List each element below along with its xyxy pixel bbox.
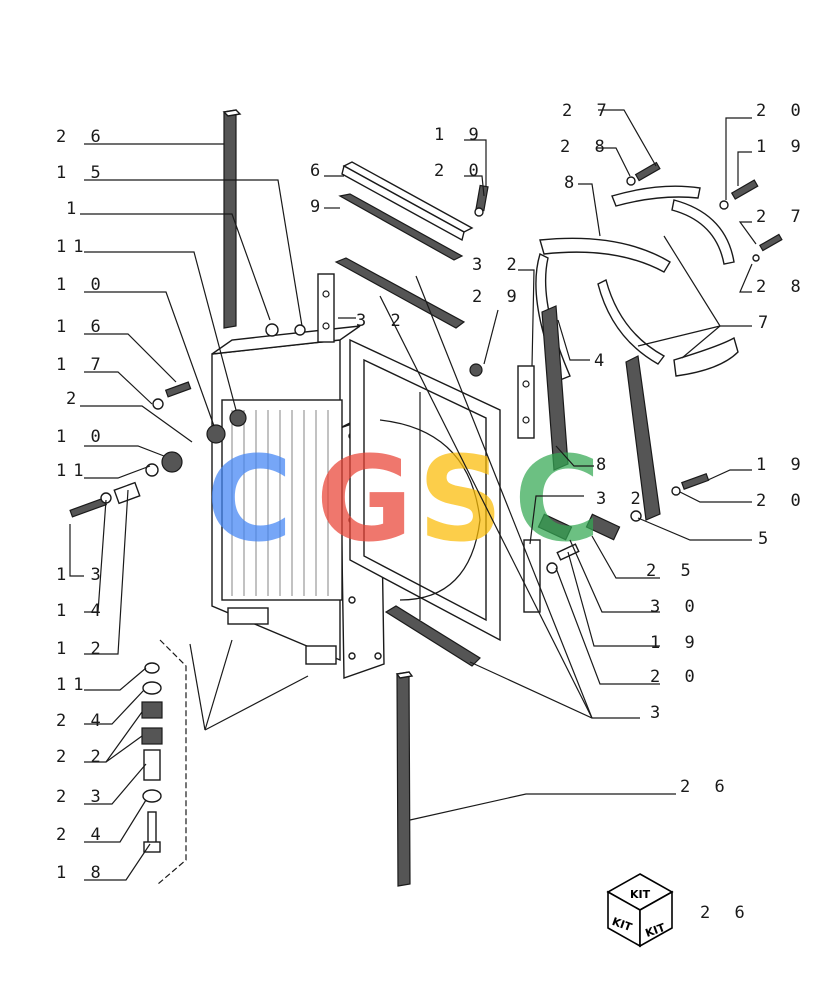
callout-27-a: 2 7 [562,101,614,121]
callout-22: 2 2 [56,747,108,767]
parts-illustration [69,109,783,887]
shroud-ring-8 [535,185,701,381]
callout-25: 2 5 [646,561,698,581]
side-bar-3 [334,257,481,667]
callout-8-a: 8 [564,173,581,193]
callout-4: 4 [594,351,611,371]
callout-labels: 2 6 1 5 1 11 1 0 1 6 1 7 2 1 0 11 1 3 1 … [56,101,808,883]
callout-24-b: 2 4 [56,825,108,845]
callout-7: 7 [758,313,775,333]
top-bar-6 [341,161,474,242]
seal-strip-26-top [222,109,242,329]
assembly-guide-lines [157,639,309,885]
callout-32-a: 3 2 [472,255,524,275]
cgsc-watermark: C G S C [206,430,601,568]
callout-20-b: 2 0 [756,101,808,121]
watermark-letter-2: G [316,430,413,568]
top-bar-9 [338,193,464,261]
callout-2: 2 [66,389,83,409]
kit-reference-number: 2 6 [700,903,752,923]
callout-8-b: 8 [596,455,613,475]
callout-10-b: 1 0 [56,427,108,447]
callout-16: 1 6 [56,317,108,337]
leader-lines [69,109,757,881]
callout-28-b: 2 8 [756,277,808,297]
watermark-letter-3: S [418,430,503,568]
callout-30: 3 0 [650,597,702,617]
bracket-5 [625,355,661,521]
callout-24-a: 2 4 [56,711,108,731]
callout-11-c: 11 [56,675,90,695]
fan-shroud [349,338,501,642]
callout-15: 1 5 [56,163,108,183]
callout-6: 6 [310,161,327,181]
callout-26-top: 2 6 [56,127,108,147]
callout-32-c: 3 2 [596,489,648,509]
callout-1: 1 [66,199,83,219]
callout-19-d: 1 9 [650,633,702,653]
kit-label-top: KIT [630,888,651,901]
callout-26-bottom: 2 6 [680,777,732,797]
callout-13: 1 3 [56,565,108,585]
watermark-letter-4: C [514,430,601,568]
callout-29: 2 9 [472,287,524,307]
callout-9: 9 [310,197,327,217]
callout-3: 3 [650,703,667,723]
callout-20-a: 2 0 [434,161,486,181]
callout-11-a: 11 [56,237,90,257]
callout-19-b: 1 9 [756,137,808,157]
callout-17: 1 7 [56,355,108,375]
callout-28-a: 2 8 [560,137,612,157]
bracket-4 [541,305,569,471]
callout-32-b: 3 2 [356,311,408,331]
plate-32-a [317,273,335,343]
callout-11-b: 11 [56,461,90,481]
callout-18: 1 8 [56,863,108,883]
callout-20-d: 2 0 [650,667,702,687]
callout-20-c: 2 0 [756,491,808,511]
callout-14: 1 4 [56,601,108,621]
callout-12: 1 2 [56,639,108,659]
callout-27-b: 2 7 [756,207,808,227]
callout-5: 5 [758,529,775,549]
shroud-ring-7 [597,199,739,377]
bolts-and-nuts [69,161,783,853]
callout-23: 2 3 [56,787,108,807]
seal-strip-26-bottom [395,671,414,887]
watermark-letter-1: C [206,430,293,568]
plate-32-b [517,365,535,439]
callout-19-a: 1 9 [434,125,486,145]
callout-10-a: 1 0 [56,275,108,295]
callout-19-c: 1 9 [756,455,808,475]
kit-cube-icon: KIT KIT KIT 2 6 [606,873,752,948]
